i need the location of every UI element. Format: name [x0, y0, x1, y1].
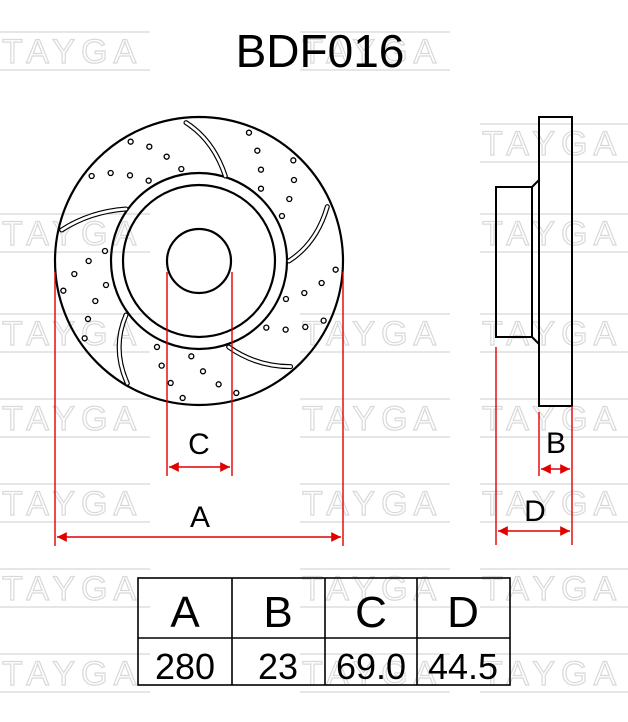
disc-front-view [53, 115, 345, 407]
slot-inner [287, 205, 329, 263]
disc-side-view [495, 116, 573, 407]
tayga-watermark: TAYGA [302, 485, 442, 523]
drilled-hole [107, 169, 114, 177]
table-header-b: B [263, 588, 292, 637]
tayga-watermark: TAYGA [482, 655, 622, 693]
tayga-watermark: TAYGA [2, 655, 142, 693]
dimension-a-label: A [190, 501, 210, 534]
dimension-c-label: C [188, 428, 210, 461]
table-value-d: 44.5 [428, 646, 498, 687]
table-value-a: 280 [155, 646, 215, 687]
tayga-watermark: TAYGA [482, 125, 622, 163]
drilled-hole [158, 362, 165, 369]
drilled-hole [179, 394, 186, 402]
tayga-watermark: TAYGA [302, 655, 442, 693]
tayga-watermark: TAYGA [482, 215, 622, 253]
drilled-hole [282, 326, 289, 333]
dimension-c: C [166, 272, 233, 476]
drilled-hole [254, 147, 261, 154]
table-header-c: C [355, 588, 387, 637]
dimension-d-label: D [524, 495, 546, 528]
dimension-table: A B C D 280 23 69.0 44.5 [137, 577, 511, 687]
drilled-hole [85, 257, 92, 265]
drilled-hole [318, 279, 325, 287]
slots [59, 120, 330, 386]
table-header-d: D [447, 588, 479, 637]
tayga-watermark: TAYGA [2, 570, 142, 608]
slot-inner [117, 313, 129, 385]
drilled-holes [60, 129, 339, 402]
slot-inner [227, 345, 292, 368]
drilled-hole [290, 176, 298, 184]
dimension-b-label: B [546, 427, 566, 460]
drilled-hole [320, 317, 327, 324]
drilled-hole [257, 185, 265, 192]
drilled-hole [245, 129, 253, 136]
drilled-hole [233, 389, 240, 397]
drilled-hole [167, 379, 174, 387]
drilled-hole [290, 157, 297, 164]
drilled-hole [153, 343, 161, 351]
drilled-hole [71, 270, 78, 278]
tayga-watermark: TAYGA [302, 33, 442, 71]
tayga-watermark: TAYGA [2, 33, 142, 71]
watermarks: TAYGA TAYGA TAYGA TAYGA TAYGA TAYGA TAYGA TAYGA… [0, 31, 628, 694]
drilled-hole [301, 289, 308, 297]
drilled-hole [127, 138, 134, 145]
hat-inner-ring [121, 183, 277, 339]
drilled-hole [282, 295, 290, 303]
tayga-watermark: TAYGA [482, 315, 622, 353]
drilled-hole [163, 153, 170, 160]
drilled-hole [178, 165, 185, 173]
dimension-b: B [538, 406, 573, 545]
drilled-hole [332, 266, 339, 273]
drilled-hole [188, 353, 195, 360]
drilled-hole [146, 143, 153, 150]
slot [286, 204, 330, 264]
slot-inner [184, 121, 227, 178]
drilled-hole [92, 297, 99, 305]
drilled-hole [278, 212, 286, 220]
part-number-title: BDF016 [236, 25, 405, 77]
drilled-hole [126, 172, 134, 179]
dimension-a: A [54, 272, 344, 546]
slot-inner [60, 207, 128, 232]
table-header-a: A [170, 588, 200, 637]
tayga-watermark: TAYGA [2, 485, 142, 523]
tayga-watermark: TAYGA [482, 570, 622, 608]
tayga-watermark: TAYGA [302, 400, 442, 438]
drilled-hole [102, 281, 110, 289]
table-value-b: 23 [258, 646, 298, 687]
tayga-watermark: TAYGA [302, 570, 442, 608]
tayga-watermark: TAYGA [482, 485, 622, 523]
drilled-hole [257, 166, 265, 173]
drilled-hole [60, 287, 67, 294]
table-value-c: 69.0 [336, 646, 406, 687]
hat-outer-ring [109, 171, 289, 351]
drilled-hole [286, 195, 293, 203]
drilled-hole [101, 247, 109, 255]
drilled-hole [199, 368, 207, 375]
slot [226, 344, 294, 370]
drilled-hole [84, 315, 92, 323]
dimension-d: D [495, 347, 570, 545]
slot [183, 120, 228, 179]
center-bore [165, 227, 233, 295]
drilled-hole [263, 324, 270, 331]
tayga-watermark: TAYGA [2, 400, 142, 438]
drilled-hole [88, 172, 95, 180]
drilled-hole [215, 381, 222, 388]
drilled-hole [145, 177, 152, 184]
drilled-hole [81, 335, 88, 342]
disc-outer-edge [53, 115, 345, 407]
drilled-hole [302, 323, 309, 331]
